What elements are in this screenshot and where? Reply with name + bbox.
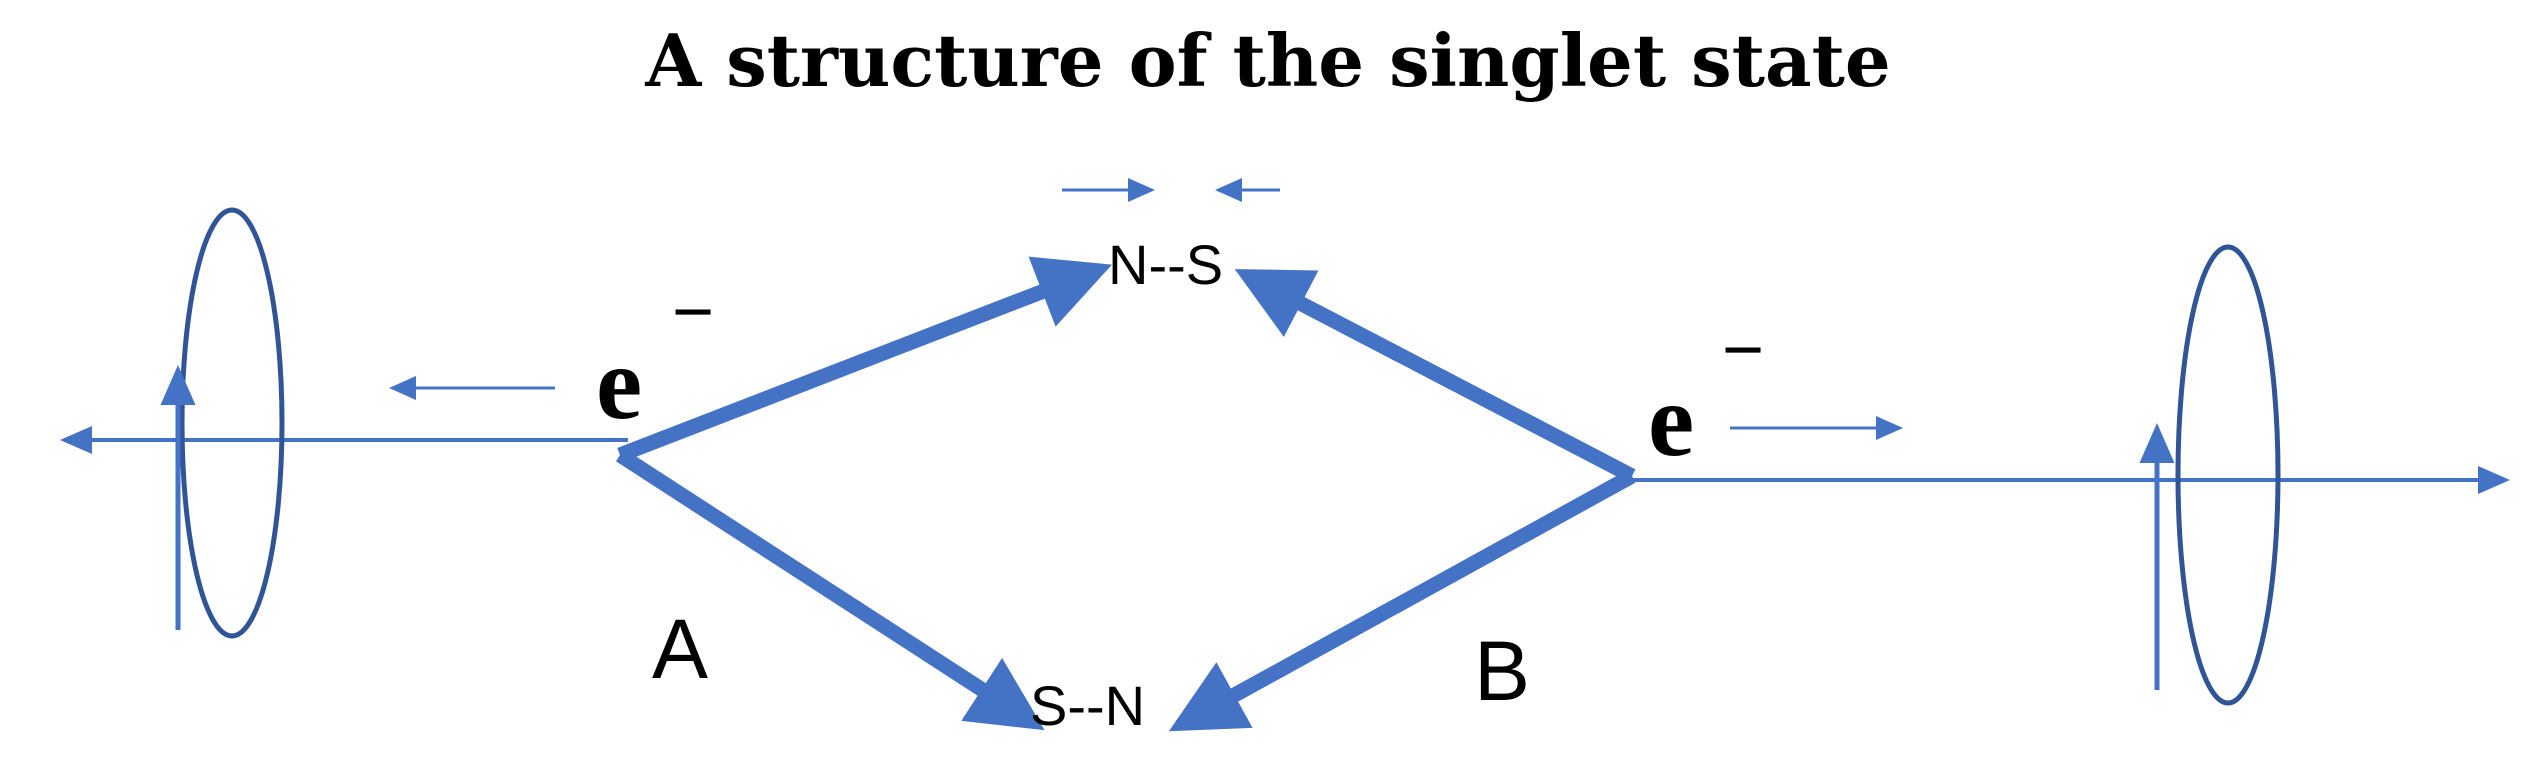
electron-left-charge: − [672, 272, 714, 352]
path-label-a: A [652, 602, 708, 696]
path-b-upper-arrow [1234, 269, 1636, 483]
path-a-lower-arrow [615, 448, 1045, 731]
pole-label-top: N--S [1108, 233, 1223, 296]
path-a-upper-arrow [617, 256, 1112, 462]
left-spin-ellipse [179, 207, 285, 639]
electron-left-label: e [596, 326, 642, 441]
path-b-lower-arrow [1168, 469, 1636, 732]
page-title: A structure of the singlet state [645, 18, 1891, 103]
right-spin-ellipse [2175, 244, 2281, 706]
pole-label-bottom: S--N [1030, 674, 1145, 737]
electron-right-label: e [1648, 363, 1694, 478]
electron-right-charge: − [1722, 310, 1764, 390]
path-label-b: B [1474, 624, 1530, 718]
